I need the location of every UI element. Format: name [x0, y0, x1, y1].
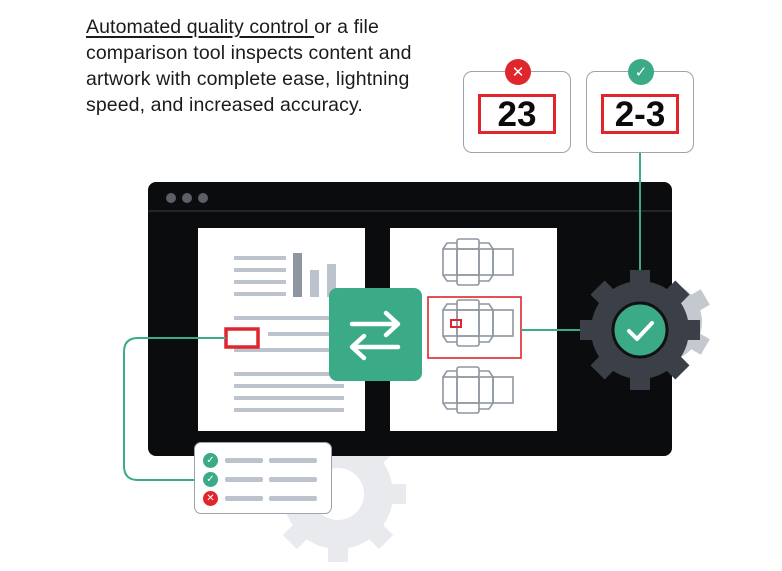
check-mark-icon: ✓: [203, 453, 218, 468]
check-mark-icon: ✓: [628, 59, 654, 85]
intro-text: Automated quality control or a file comp…: [86, 14, 416, 118]
window-dot-1: [166, 193, 176, 203]
approved-code-card: ✓ 2-3: [586, 59, 694, 153]
checklist-line: [225, 496, 263, 501]
rejected-code-card: ✕ 23: [463, 59, 571, 153]
swap-arrows-icon: [349, 310, 401, 361]
checklist-line: [269, 477, 317, 482]
results-checklist: ✓ ✓ ✕: [194, 442, 332, 514]
artwork-highlight-frame: [427, 296, 522, 359]
rejected-code-value: 23: [478, 94, 556, 134]
x-mark-icon: ✕: [505, 59, 531, 85]
checklist-item: ✓: [203, 453, 323, 469]
compare-button[interactable]: [329, 288, 422, 381]
x-mark-icon: ✕: [203, 491, 218, 506]
check-mark-icon: ✓: [203, 472, 218, 487]
approved-code-value: 2-3: [601, 94, 679, 134]
intro-link-text[interactable]: Automated quality control: [86, 16, 315, 38]
window-dot-2: [182, 193, 192, 203]
checklist-line: [225, 477, 263, 482]
document-text-lines: [234, 256, 344, 412]
connector-checklist: [123, 337, 226, 481]
checklist-item: ✕: [203, 491, 323, 507]
window-dot-3: [198, 193, 208, 203]
checklist-line: [225, 458, 263, 463]
approval-gear-icon: [580, 270, 700, 390]
artwork-error-marker: [450, 319, 462, 328]
document-bar-chart-icon: [293, 253, 336, 297]
intro-body-text: or a file comparison tool inspects conte…: [86, 16, 412, 116]
checklist-line: [269, 496, 317, 501]
checklist-item: ✓: [203, 472, 323, 488]
checklist-line: [269, 458, 317, 463]
